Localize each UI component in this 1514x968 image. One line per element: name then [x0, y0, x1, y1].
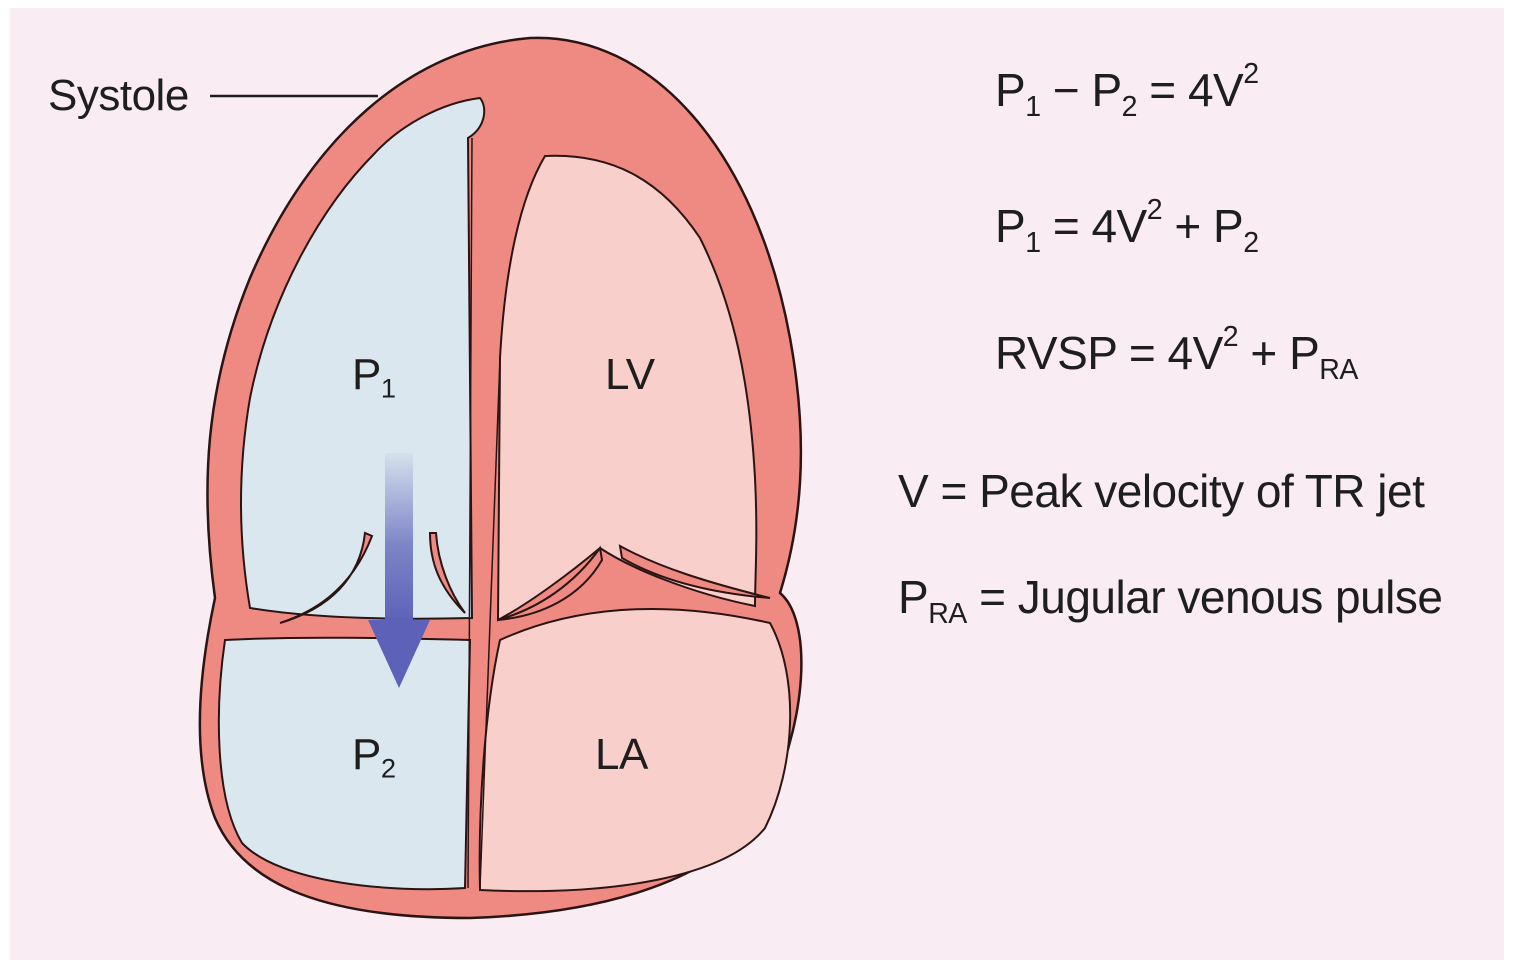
eq3-a: RVSP = 4V — [995, 327, 1223, 379]
right-atrium — [219, 638, 470, 889]
eq1-rhs: = 4V — [1137, 64, 1243, 116]
eq3-tail: + P — [1238, 327, 1319, 379]
eq2-mid: = 4V — [1041, 200, 1147, 252]
systole-label: Systole — [48, 74, 189, 118]
eq1-p-sub: 1 — [1025, 91, 1040, 123]
lv-label: LV — [605, 353, 655, 397]
definition-v: V = Peak velocity of TR jet — [898, 468, 1424, 514]
eq1-minus: − — [1041, 64, 1092, 116]
la-label: LA — [595, 733, 648, 777]
pra-sub: RA — [928, 598, 967, 630]
eq2-tail-sub: 2 — [1243, 227, 1258, 259]
p1-label: P1 — [352, 353, 396, 402]
eq2-mid-sup: 2 — [1147, 194, 1162, 226]
eq1-p: P — [995, 64, 1025, 116]
p1-sub: 1 — [381, 373, 396, 404]
eq1-p2-sub: 2 — [1122, 91, 1137, 123]
p1-base: P — [352, 350, 381, 399]
eq1-p2: P — [1091, 64, 1121, 116]
equation-rvsp: RVSP = 4V2 + PRA — [995, 323, 1358, 384]
eq3-tail-sub: RA — [1319, 354, 1358, 386]
p2-sub: 2 — [381, 753, 396, 784]
pra-rest: = Jugular venous pulse — [967, 571, 1443, 623]
equation-pressure-difference: P1 − P2 = 4V2 — [995, 60, 1259, 121]
eq2-p: P — [995, 200, 1025, 252]
p2-base: P — [352, 730, 381, 779]
eq3-a-sup: 2 — [1223, 321, 1238, 353]
equation-p1: P1 = 4V2 + P2 — [995, 196, 1259, 257]
pra-p: P — [898, 571, 928, 623]
eq2-p-sub: 1 — [1025, 227, 1040, 259]
eq1-rhs-sup: 2 — [1243, 58, 1258, 90]
p2-label: P2 — [352, 733, 396, 782]
eq2-tail: + P — [1162, 200, 1243, 252]
definition-pra: PRA = Jugular venous pulse — [898, 574, 1442, 628]
heart-pressure-diagram: Systole P1 P2 LV LA P1 − P2 = 4V2 P1 = 4… — [10, 8, 1504, 960]
